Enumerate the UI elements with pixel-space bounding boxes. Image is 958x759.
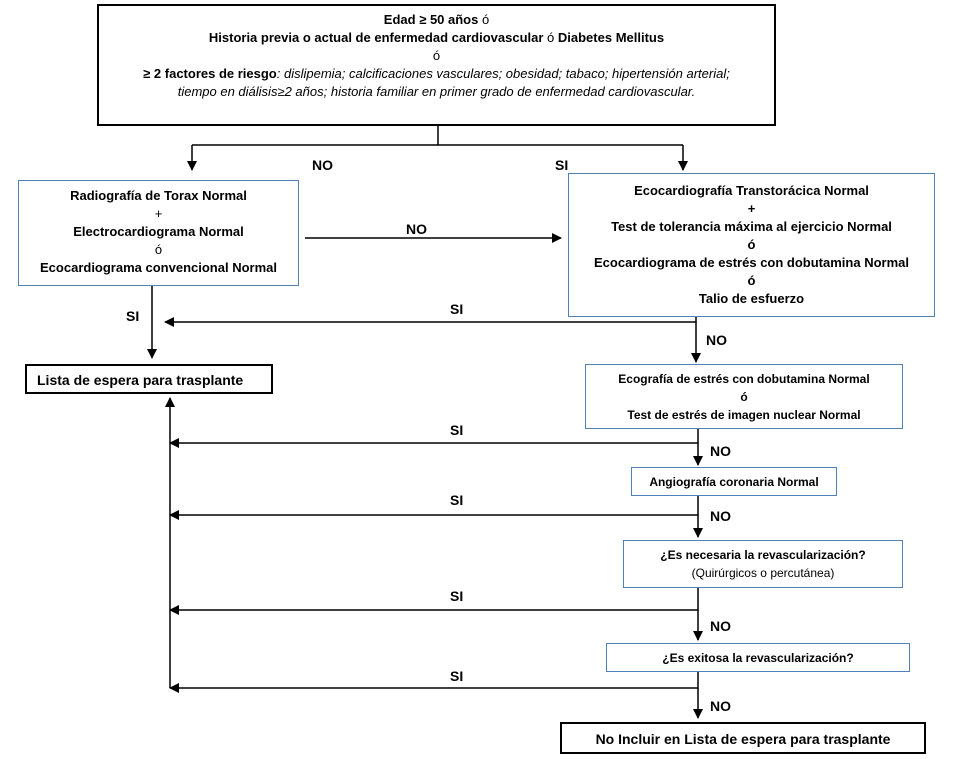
label-revasc-no: NO [710, 618, 731, 634]
age-criterion: Edad ≥ 50 años [383, 12, 479, 27]
revascularization-needed-box: ¿Es necesaria la revascularización? (Qui… [623, 540, 903, 588]
label-left-si: SI [126, 308, 140, 324]
criteria-box: Edad ≥ 50 años ó Historia previa o actua… [97, 4, 776, 126]
arrow-success-si-back [169, 672, 699, 693]
advanced-tests-box: Ecocardiografía Transtorácica Normal + T… [568, 173, 935, 317]
risk-factors-criterion: ≥ 2 factores de riesgo [143, 66, 277, 81]
label-right-no: NO [706, 332, 727, 348]
label-top-no: NO [312, 157, 333, 173]
exclude-box: No Incluir en Lista de espera para trasp… [560, 722, 926, 754]
label-revasc-si: SI [450, 588, 464, 604]
arrow-angio-si-back [169, 496, 699, 520]
label-success-no: NO [710, 698, 731, 714]
arrow-revasc-si-back [169, 588, 699, 615]
cv-history-criterion: Historia previa o actual de enfermedad c… [208, 30, 544, 45]
label-right-si: SI [450, 301, 464, 317]
diabetes-criterion: Diabetes Mellitus [557, 30, 665, 45]
label-stress-si: SI [450, 422, 464, 438]
label-mid-no: NO [406, 221, 427, 237]
arrow-stress-si-back [169, 429, 699, 448]
label-angio-si: SI [450, 492, 464, 508]
waitlist-box: Lista de espera para trasplante [25, 364, 273, 394]
label-stress-no: NO [710, 443, 731, 459]
stress-test-box: Ecografía de estrés con dobutamina Norma… [585, 364, 903, 429]
top-split-line [192, 126, 683, 146]
label-angio-no: NO [710, 508, 731, 524]
label-top-si: SI [555, 157, 569, 173]
revascularization-success-box: ¿Es exitosa la revascularización? [606, 643, 910, 672]
label-success-si: SI [450, 668, 464, 684]
angiography-box: Angiografía coronaria Normal [631, 467, 837, 496]
basic-tests-box: Radiografía de Torax Normal + Electrocar… [18, 180, 299, 286]
arrow-right-si-back [164, 317, 697, 327]
